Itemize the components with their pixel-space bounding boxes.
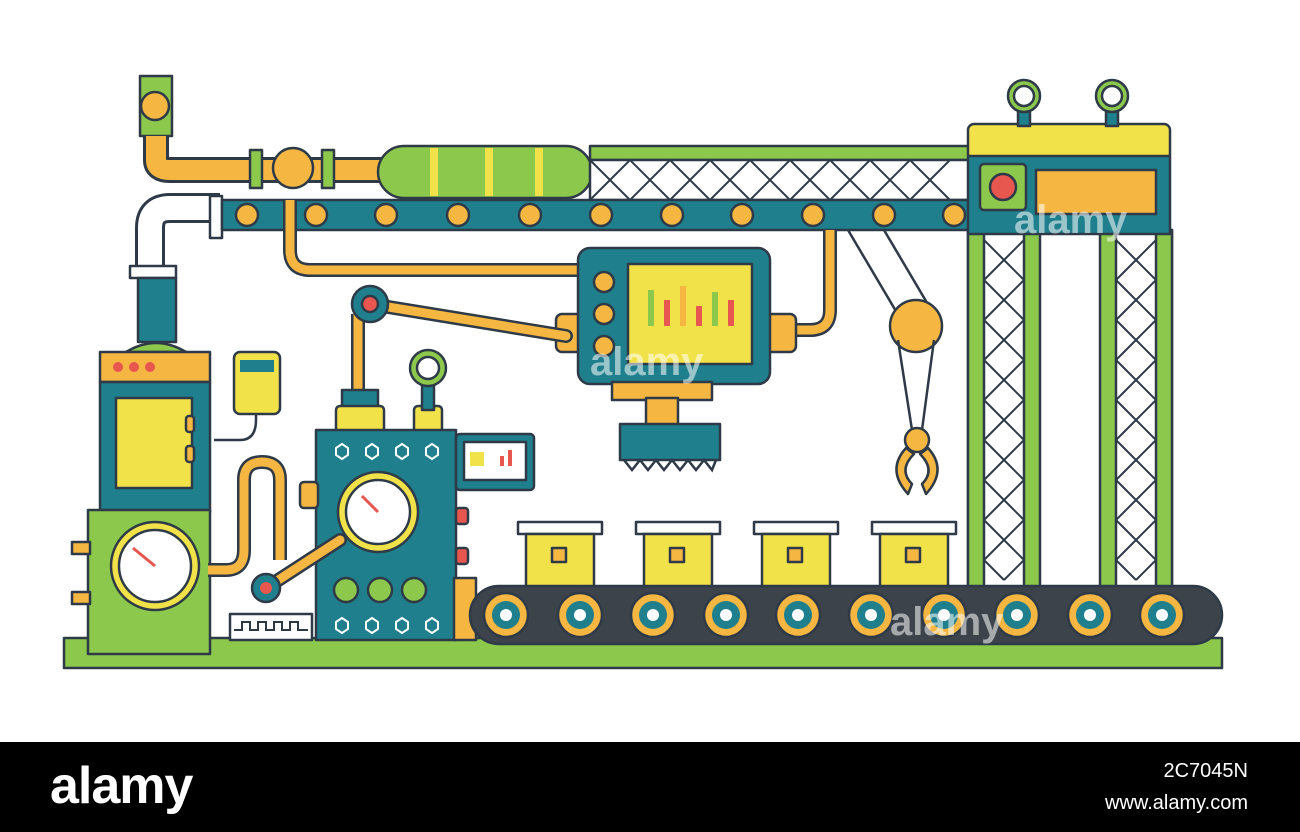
robot-arm (350, 284, 573, 390)
chart-bar (712, 292, 718, 326)
conveyor-belt (468, 584, 1224, 646)
chart-bar (648, 290, 654, 326)
site-url: www.alamy.com (1105, 792, 1248, 814)
left-furnace (70, 276, 287, 656)
chart-bar (664, 300, 670, 326)
factory-svg: .o { stroke:#2e3a47; stroke-width:2.5; s… (62, 74, 1224, 670)
crane-claw (846, 229, 944, 496)
footer-bar: alamy 2C7045N www.alamy.com (0, 742, 1300, 832)
control-monitor (283, 200, 837, 473)
chart-bar (696, 306, 702, 326)
image-id: 2C7045N (1163, 760, 1248, 782)
right-tower (966, 78, 1174, 592)
alamy-logo: alamy (50, 757, 193, 815)
pipe-system (128, 74, 594, 280)
chart-bar (680, 286, 686, 326)
factory-illustration: .o { stroke:#2e3a47; stroke-width:2.5; s… (62, 74, 1224, 670)
beam-bolts (234, 202, 967, 228)
boiler-machine (250, 348, 536, 642)
chart-bar (728, 300, 734, 326)
gantry-top-frame (588, 144, 972, 162)
boxes (516, 520, 958, 588)
lattice-beam (588, 158, 972, 202)
